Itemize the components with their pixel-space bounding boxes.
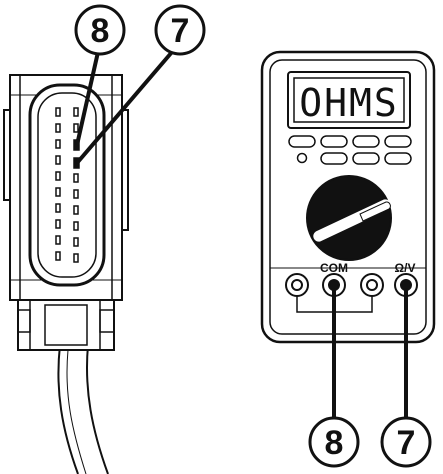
- connector-housing-side-left: [3, 109, 10, 201]
- callout-number: 7: [397, 424, 416, 462]
- pin: [73, 237, 79, 247]
- meter-button: [320, 135, 348, 148]
- connector-leaders: [75, 50, 174, 165]
- callout-bottom-8: 8: [308, 416, 360, 468]
- pin: [73, 173, 79, 183]
- connector-boot: [17, 299, 115, 351]
- pin: [55, 219, 61, 229]
- pin: [55, 203, 61, 213]
- meter-button: [288, 135, 316, 148]
- com-label: COM: [320, 261, 348, 275]
- dial-pointer: [313, 199, 391, 242]
- meter-button: [320, 152, 348, 165]
- connector-cavity-outer: [28, 83, 106, 287]
- pin: [55, 107, 61, 117]
- meter-button: [352, 152, 380, 165]
- callout-number: 8: [325, 424, 344, 462]
- pin: [73, 205, 79, 215]
- cable: [85, 344, 109, 474]
- pin: [55, 171, 61, 181]
- jack-middle: [360, 273, 384, 297]
- pin: [55, 187, 61, 197]
- pin: [55, 155, 61, 165]
- meter-indicator: [296, 152, 308, 164]
- jack-com: [322, 273, 346, 297]
- connector-housing-side-right: [122, 109, 129, 231]
- pin: [73, 123, 79, 133]
- jack-left: [285, 273, 309, 297]
- ohm-volt-label: Ω/V: [395, 261, 416, 275]
- cable: [57, 344, 79, 474]
- multimeter: OHMS COM Ω/V: [260, 50, 436, 344]
- cable-inner-line: [66, 349, 87, 474]
- multimeter-display-text: OHMS: [299, 81, 399, 125]
- pin: [55, 251, 61, 261]
- connector-cavity-inner: [37, 92, 97, 278]
- leader-line-8: [75, 51, 100, 146]
- callout-top-7: 7: [154, 4, 206, 56]
- callout-top-8: 8: [74, 4, 126, 56]
- pin: [55, 235, 61, 245]
- meter-button: [384, 152, 412, 165]
- meter-button: [384, 135, 412, 148]
- pin: [73, 107, 79, 117]
- pin: [73, 253, 79, 263]
- callout-number: 8: [91, 12, 110, 50]
- leader-line-7: [75, 50, 174, 165]
- probe-leads: [332, 290, 408, 418]
- callout-bottom-7: 7: [380, 416, 432, 468]
- pin: [55, 123, 61, 133]
- connector-pins: [55, 107, 80, 263]
- connector: [3, 74, 129, 474]
- multimeter-display: [293, 77, 405, 123]
- pin: [73, 189, 79, 199]
- pin: [55, 139, 61, 149]
- pin: [73, 221, 79, 231]
- jack-ohm-volt: [394, 273, 418, 297]
- multimeter-body-inner: [269, 59, 427, 335]
- meter-button: [352, 135, 380, 148]
- callout-number: 7: [171, 12, 190, 50]
